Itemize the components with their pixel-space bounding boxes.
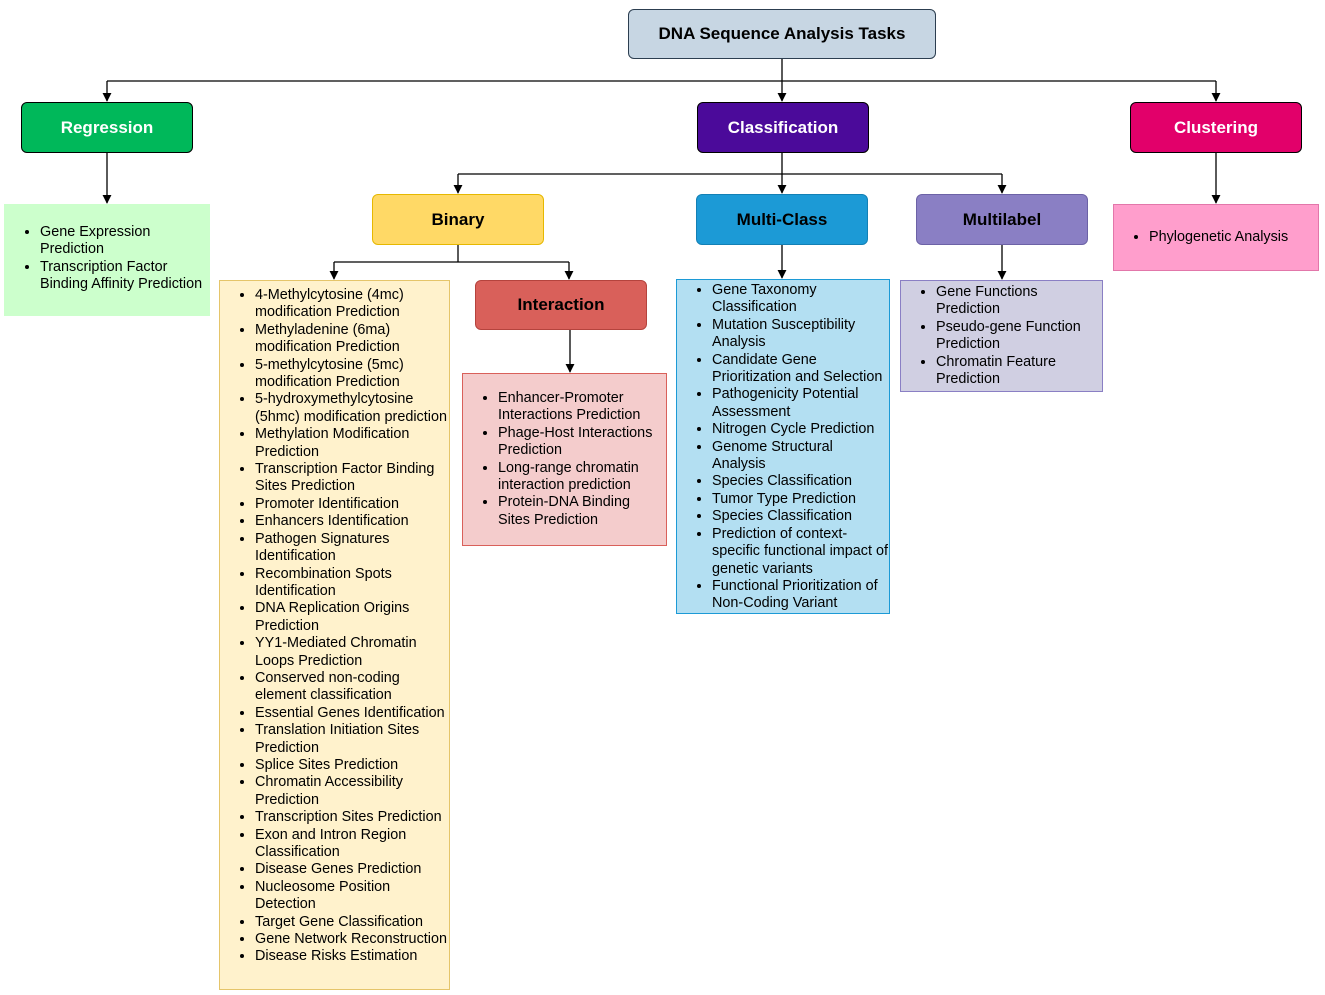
multilabel-list-box: Gene Functions Prediction Pseudo-gene Fu… [900, 280, 1103, 392]
list-item: Gene Network Reconstruction [255, 931, 449, 948]
interaction-label: Interaction [517, 295, 605, 314]
list-item: Phylogenetic Analysis [1149, 229, 1318, 246]
multiclass-list-box: Gene Taxonomy Classification Mutation Su… [676, 279, 890, 614]
list-item: Tumor Type Prediction [712, 491, 889, 508]
root-label: DNA Sequence Analysis Tasks [658, 24, 906, 43]
binary-label: Binary [431, 209, 485, 229]
list-item: Transcription Factor Binding Affinity Pr… [40, 259, 206, 294]
list-item: Candidate Gene Prioritization and Select… [712, 352, 889, 387]
list-item: Gene Functions Prediction [936, 284, 1098, 319]
list-item: Disease Risks Estimation [255, 948, 449, 965]
list-item: 4-Methylcytosine (4mc) modification Pred… [255, 287, 449, 322]
list-item: Pathogen Signatures Identification [255, 531, 449, 566]
list-item: Target Gene Classification [255, 914, 449, 931]
list-item: Prediction of context-specific functiona… [712, 526, 889, 578]
list-item: Splice Sites Prediction [255, 757, 449, 774]
list-item: YY1-Mediated Chromatin Loops Prediction [255, 635, 449, 670]
list-item: Methylation Modification Prediction [255, 426, 449, 461]
multiclass-node: Multi-Class [696, 194, 868, 245]
list-item: Chromatin Accessibility Prediction [255, 774, 449, 809]
list-item: Mutation Susceptibility Analysis [712, 317, 889, 352]
list-item: Translation Initiation Sites Prediction [255, 722, 449, 757]
list-item: Recombination Spots Identification [255, 566, 449, 601]
binary-node: Binary [372, 194, 544, 245]
multiclass-label: Multi-Class [736, 209, 828, 229]
list-item: Disease Genes Prediction [255, 861, 449, 878]
regression-list-box: Gene Expression Prediction Transcription… [4, 204, 210, 316]
list-item: Species Classification [712, 508, 889, 525]
list-item: Chromatin Feature Prediction [936, 354, 1098, 389]
multiclass-list: Gene Taxonomy Classification Mutation Su… [677, 282, 889, 613]
list-item: Essential Genes Identification [255, 705, 449, 722]
list-item: 5-hydroxymethylcytosine (5hmc) modificat… [255, 391, 449, 426]
multilabel-node: Multilabel [916, 194, 1088, 245]
list-item: Transcription Factor Binding Sites Predi… [255, 461, 449, 496]
classification-node: Classification [697, 102, 869, 153]
binary-list-box: 4-Methylcytosine (4mc) modification Pred… [219, 280, 450, 990]
list-item: DNA Replication Origins Prediction [255, 600, 449, 635]
list-item: Methyladenine (6ma) modification Predict… [255, 322, 449, 357]
multilabel-label: Multilabel [962, 209, 1042, 229]
list-item: Phage-Host Interactions Prediction [498, 425, 662, 460]
list-item: Protein-DNA Binding Sites Prediction [498, 494, 662, 529]
list-item: Transcription Sites Prediction [255, 809, 449, 826]
classification-label: Classification [727, 117, 839, 137]
list-item: Enhancer-Promoter Interactions Predictio… [498, 390, 662, 425]
list-item: Promoter Identification [255, 496, 449, 513]
interaction-node: Interaction [475, 280, 647, 330]
clustering-list: Phylogenetic Analysis [1114, 229, 1318, 246]
list-item: Nitrogen Cycle Prediction [712, 421, 889, 438]
regression-list: Gene Expression Prediction Transcription… [4, 224, 210, 294]
list-item: Exon and Intron Region Classification [255, 827, 449, 862]
list-item: Nucleosome Position Detection [255, 879, 449, 914]
clustering-label: Clustering [1173, 117, 1259, 137]
list-item: 5-methylcytosine (5mc) modification Pred… [255, 357, 449, 392]
list-item: Species Classification [712, 473, 889, 490]
binary-list: 4-Methylcytosine (4mc) modification Pred… [220, 287, 449, 966]
list-item: Long-range chromatin interaction predict… [498, 460, 662, 495]
list-item: Pathogenicity Potential Assessment [712, 386, 889, 421]
regression-node: Regression [21, 102, 193, 153]
list-item: Genome Structural Analysis [712, 439, 889, 474]
list-item: Pseudo-gene Function Prediction [936, 319, 1098, 354]
list-item: Gene Expression Prediction [40, 224, 206, 259]
list-item: Conserved non-coding element classificat… [255, 670, 449, 705]
regression-label: Regression [60, 117, 154, 137]
list-item: Enhancers Identification [255, 513, 449, 530]
list-item: Gene Taxonomy Classification [712, 282, 889, 317]
list-item: Functional Prioritization of Non-Coding … [712, 578, 889, 613]
root-node: DNA Sequence Analysis Tasks [628, 9, 936, 59]
interaction-list-box: Enhancer-Promoter Interactions Predictio… [462, 373, 667, 546]
clustering-list-box: Phylogenetic Analysis [1113, 204, 1319, 271]
multilabel-list: Gene Functions Prediction Pseudo-gene Fu… [901, 284, 1102, 388]
clustering-node: Clustering [1130, 102, 1302, 153]
interaction-list: Enhancer-Promoter Interactions Predictio… [463, 390, 666, 529]
